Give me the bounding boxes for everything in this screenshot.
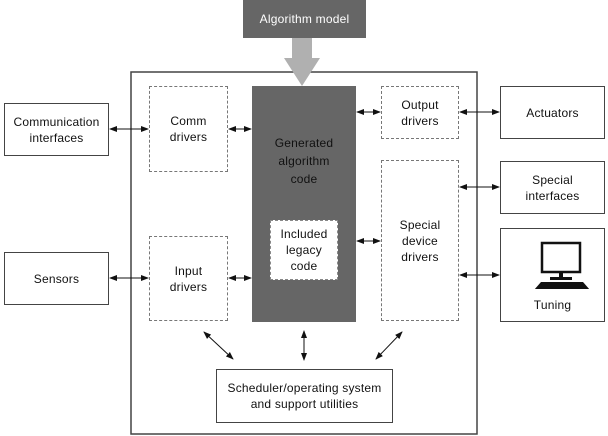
special-interfaces-box: Special interfaces [500, 161, 605, 214]
generated-algorithm-code-label: Generated algorithm code [274, 136, 334, 186]
arrow-input-drivers-scheduler [203, 331, 234, 360]
scheduler-box: Scheduler/operating system and support u… [216, 369, 393, 423]
input-drivers-box: Input drivers [149, 236, 228, 321]
special-device-drivers-box: Special device drivers [381, 160, 459, 321]
down-arrow [284, 38, 320, 86]
generated-algorithm-code-block: Generated algorithm code [252, 86, 356, 322]
computer-icon [534, 241, 590, 289]
actuators-box: Actuators [500, 86, 605, 139]
communication-interfaces-box: Communication interfaces [4, 103, 109, 156]
sensors-box: Sensors [4, 252, 109, 305]
output-drivers-box: Output drivers [381, 86, 459, 139]
arrow-special-drivers-scheduler [375, 331, 403, 360]
tuning-box: Tuning [500, 228, 605, 322]
tuning-label: Tuning [533, 298, 572, 312]
comm-drivers-box: Comm drivers [149, 86, 228, 172]
included-legacy-code-box: Included legacy code [270, 220, 338, 280]
algorithm-model-block: Algorithm model [243, 0, 366, 38]
